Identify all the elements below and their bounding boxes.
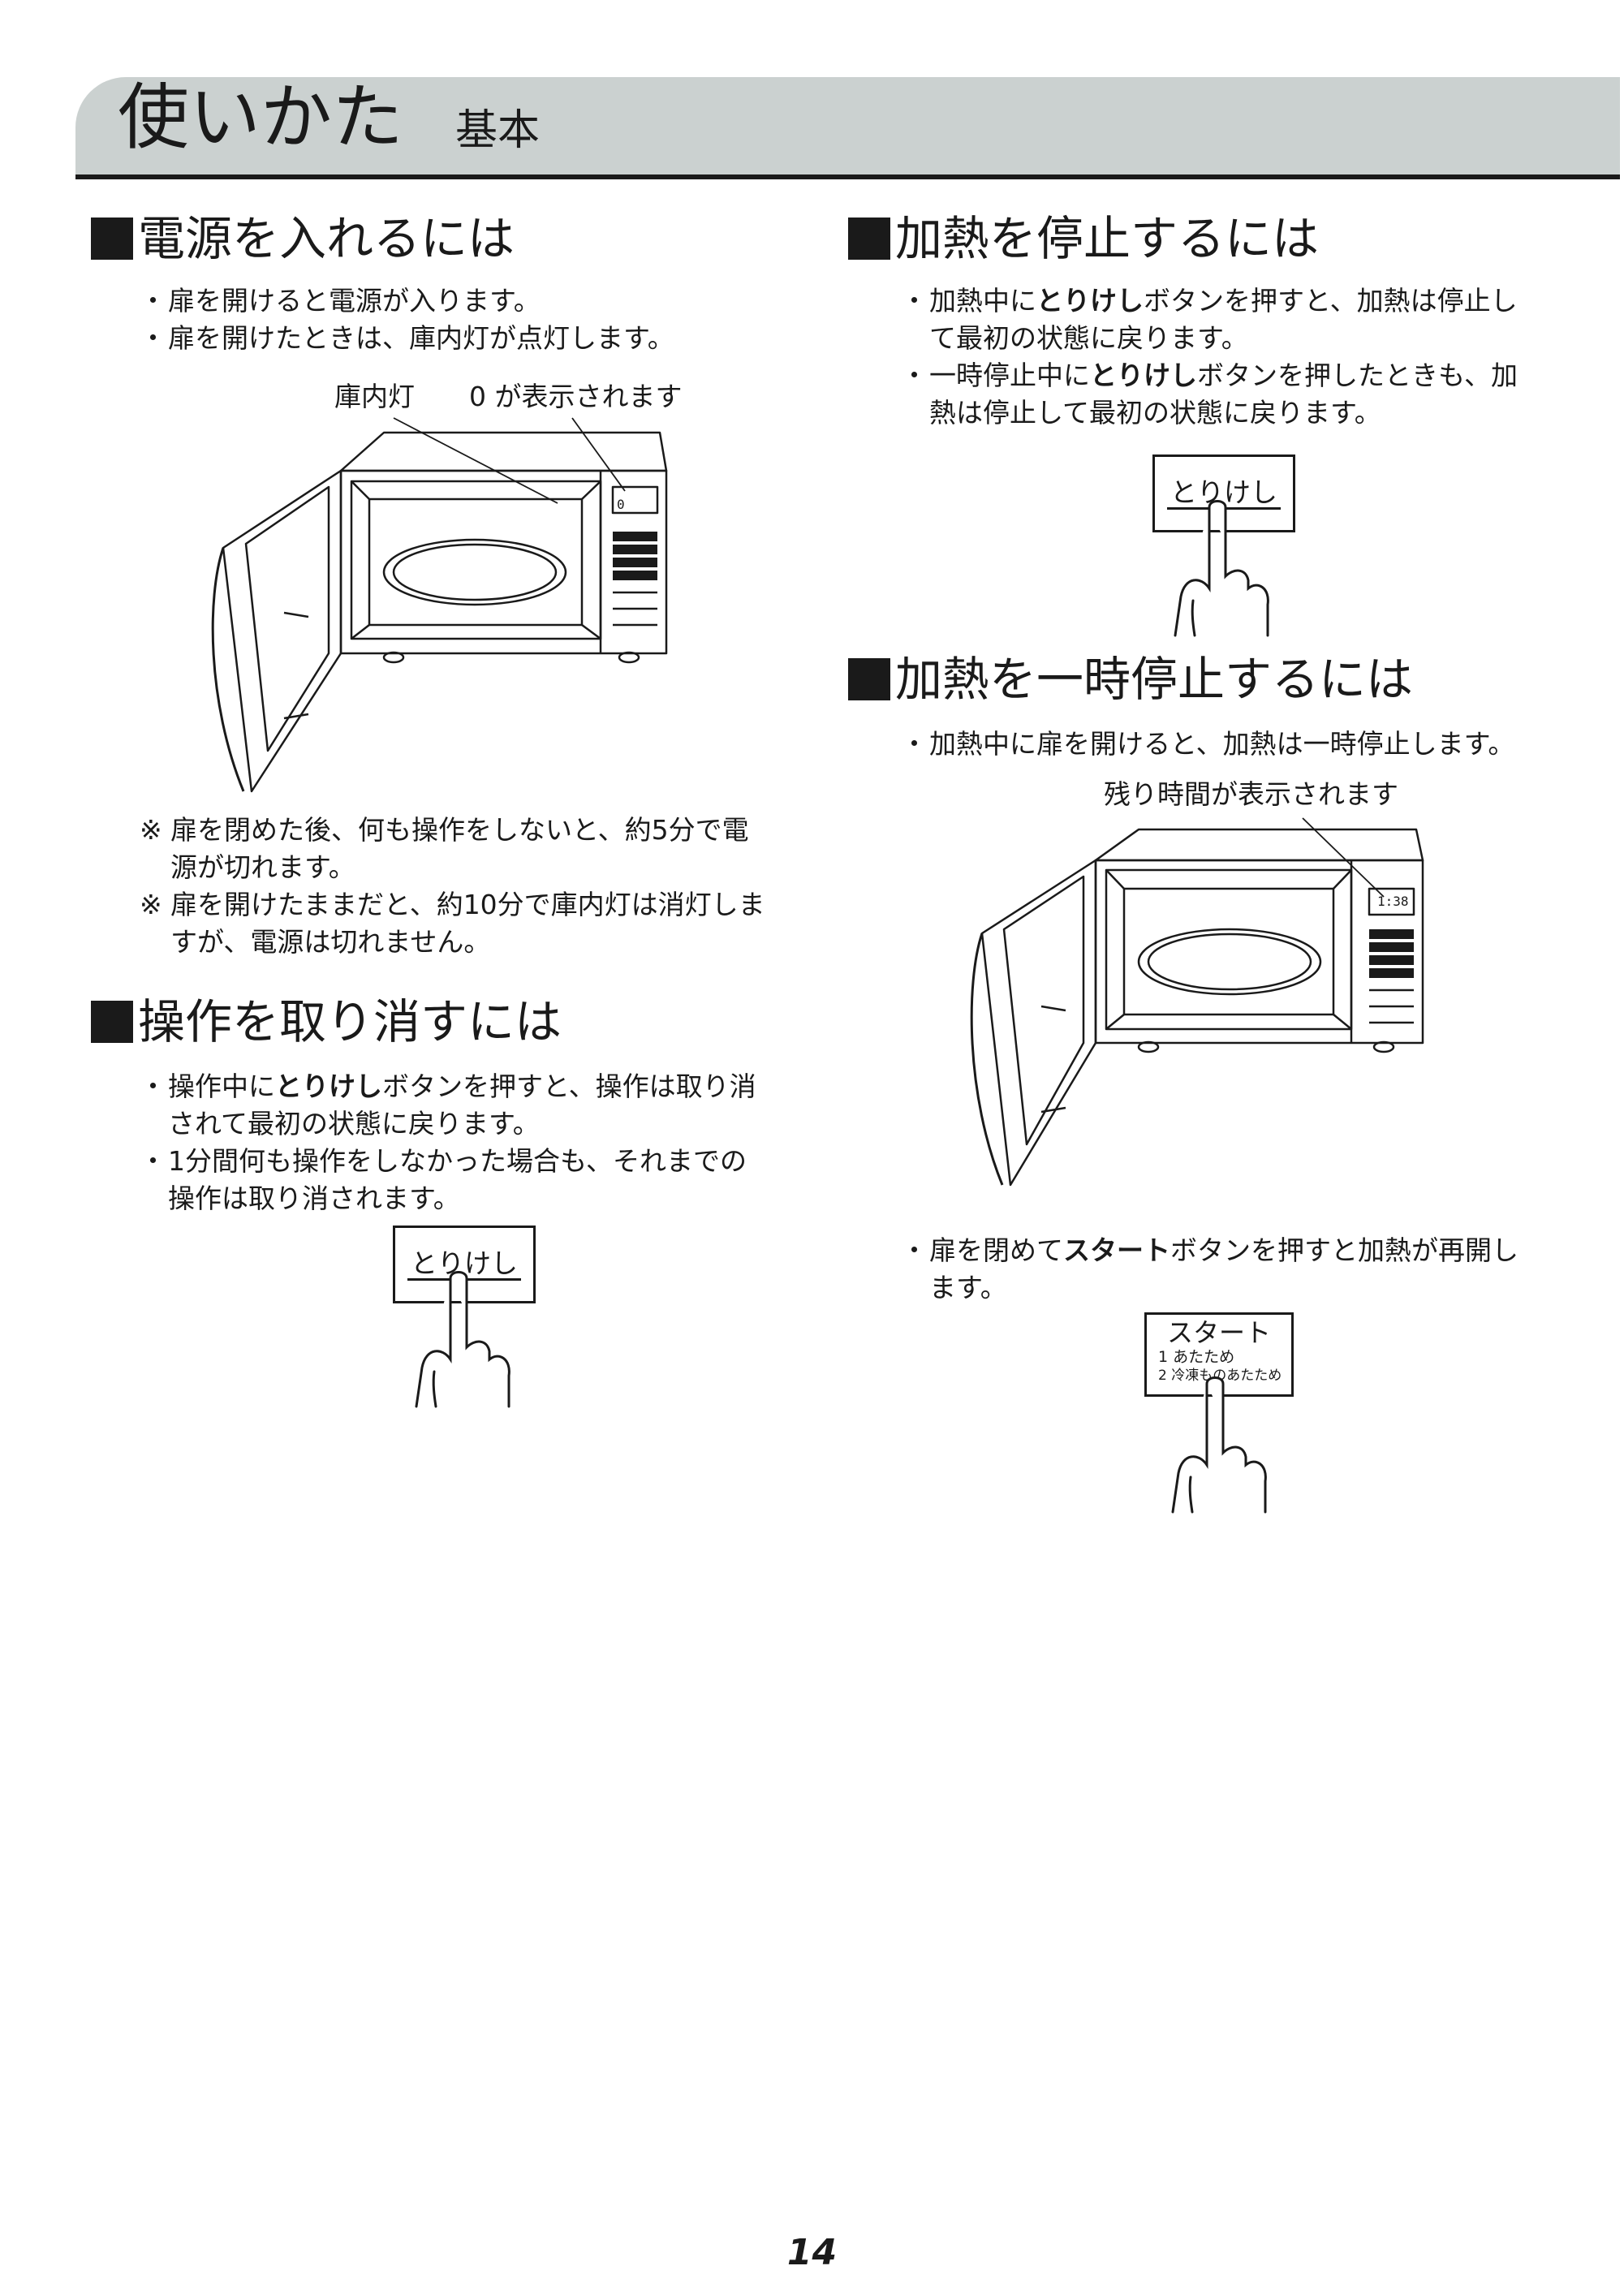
text: ます。 [929, 1272, 1007, 1303]
section-title-cancel-op: 操作を取り消すには [91, 998, 562, 1045]
section-title-text: 操作を取り消すには [138, 994, 562, 1049]
bullet-item: 加熱中に扉を開けると、加熱は一時停止します。 [901, 726, 1599, 763]
pointing-finger-icon [415, 1271, 510, 1408]
square-bullet-icon [91, 1001, 133, 1043]
microwave-open-door-illustration [211, 417, 668, 793]
text: 操作は取り消されます。 [168, 1182, 460, 1214]
note-line: 源が切れます。 [170, 851, 355, 883]
section-title-power-on: 電源を入れるには [91, 215, 515, 262]
display-readout-zero: 0 [617, 497, 625, 512]
bullet-item: 扉を開けたときは、庫内灯が点灯します。 [140, 320, 813, 357]
display-readout-remaining: 1:38 [1377, 894, 1409, 909]
section-title-text: 加熱を一時停止するには [895, 652, 1414, 707]
page-header-band: 使いかた 基本 [75, 77, 1620, 179]
button-name-emphasis: とりけし [275, 1070, 382, 1102]
start-button-sub2: 2 冷凍ものあたため [1158, 1368, 1282, 1384]
callout-interior-lamp: 庫内灯 [334, 381, 415, 412]
callout-remaining-time: 残り時間が表示されます [1104, 778, 1398, 810]
text: ボタンを押すと加熱が再開し [1170, 1234, 1518, 1266]
note-line: 扉を開けたままだと、約10分で庫内灯は消灯しま [170, 889, 765, 920]
square-bullet-icon [91, 218, 133, 260]
section-title-text: 加熱を停止するには [895, 211, 1320, 266]
microwave-paused-illustration [970, 817, 1424, 1187]
start-button-sub1: 1 あたため [1158, 1348, 1235, 1366]
text: 熱は停止して最初の状態に戻ります。 [929, 397, 1381, 429]
text: 扉を閉めて [929, 1234, 1063, 1266]
pointing-finger-icon [1174, 500, 1269, 637]
page-title: 使いかた [118, 75, 404, 159]
bullet-item: 扉を開けると電源が入ります。 [140, 282, 813, 320]
note-line: 扉を閉めた後、何も操作をしないと、約5分で電 [170, 814, 749, 846]
square-bullet-icon [848, 658, 890, 700]
page-number: 14 [786, 2232, 838, 2273]
text: されて最初の状態に戻ります。 [168, 1108, 540, 1139]
text: 1分間何も操作をしなかった場合も、それまでの [168, 1145, 747, 1177]
callout-display-zero: 0 が表示されます [469, 381, 683, 412]
text: ボタンを押したときも、加 [1197, 360, 1518, 391]
button-name-emphasis: とりけし [1036, 285, 1144, 317]
button-name-emphasis: スタート [1063, 1234, 1170, 1266]
pointing-finger-icon [1171, 1376, 1267, 1514]
square-bullet-icon [848, 218, 890, 260]
section-title-pause-heat: 加熱を一時停止するには [848, 656, 1413, 703]
button-name-emphasis: とりけし [1090, 360, 1197, 391]
text: 操作中に [168, 1070, 275, 1102]
page-subtitle: 基本 [455, 106, 541, 155]
note-line: すが、電源は切れません。 [170, 926, 491, 958]
section-title-text: 電源を入れるには [138, 211, 515, 266]
power-on-bullets: 扉を開けると電源が入ります。 扉を開けたときは、庫内灯が点灯します。 [140, 282, 813, 357]
text: ボタンを押すと、操作は取り消 [382, 1070, 756, 1102]
text: て最初の状態に戻ります。 [929, 322, 1248, 354]
text: ボタンを押すと、加熱は停止し [1144, 285, 1518, 317]
start-button-label: スタート [1166, 1317, 1271, 1348]
pause-heat-bullets-1: 加熱中に扉を開けると、加熱は一時停止します。 [901, 726, 1599, 763]
text: 一時停止中に [929, 360, 1090, 391]
section-title-stop-heat: 加熱を停止するには [848, 215, 1319, 262]
text: 加熱中に [929, 285, 1036, 317]
